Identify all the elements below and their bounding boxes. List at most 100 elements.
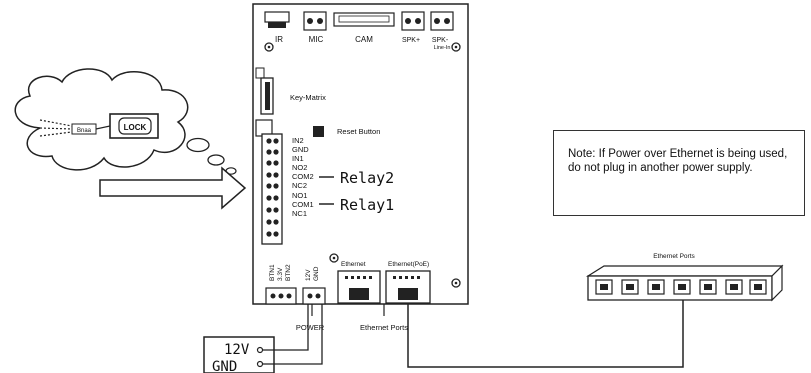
pin-label-no2: NO2	[292, 163, 307, 172]
terminal-screw	[273, 219, 279, 225]
reset-button	[313, 126, 324, 137]
ethernet-label: Ethernet	[341, 261, 366, 268]
terminal-screw	[273, 183, 279, 189]
lock-connector-label: Bnaa	[77, 128, 92, 134]
right-arrow	[99, 166, 247, 210]
button-pin	[278, 293, 284, 299]
pin-label-btn1: BTN1	[269, 264, 276, 281]
button-pin	[270, 293, 276, 299]
pin-label-3v3: 3.3V	[277, 267, 284, 281]
switch-port-slot	[730, 284, 738, 290]
lock-wire-1	[39, 119, 73, 127]
relay2-label: Relay2	[340, 169, 394, 187]
terminal-screw	[273, 160, 279, 166]
ethernet-poe-pin	[417, 276, 420, 279]
mount-hole-dot	[332, 256, 336, 260]
spk-pin	[434, 18, 440, 24]
pin-label-nc2: NC2	[292, 181, 307, 190]
terminal-screw	[266, 207, 272, 213]
pin-label-nc1: NC1	[292, 209, 307, 218]
spk-minus-connector	[430, 11, 454, 31]
ethernet-pin	[345, 276, 348, 279]
terminal-screw	[266, 183, 272, 189]
terminal-screw	[273, 231, 279, 237]
terminal-screw	[266, 195, 272, 201]
terminal-screw	[266, 138, 272, 144]
mount-hole-dot	[454, 281, 458, 285]
power-connector	[302, 287, 326, 305]
wire-gnd	[262, 304, 323, 365]
cam-slot	[338, 15, 390, 23]
board-outline	[252, 3, 469, 305]
spk-pin	[415, 18, 421, 24]
ethernet-pins	[345, 276, 372, 279]
pin-label-btn2: BTN2	[285, 264, 292, 281]
spk-plus-connector	[401, 11, 425, 31]
switch-label: Ethernet Ports	[653, 253, 695, 260]
reset-button-label: Reset Button	[337, 127, 380, 136]
wire-12v	[262, 304, 309, 351]
terminal-screw	[273, 195, 279, 201]
ir-connector	[264, 11, 290, 23]
switch-port-slot	[652, 284, 660, 290]
terminal-screw	[266, 219, 272, 225]
switch-side	[771, 264, 783, 302]
spk-pin	[444, 18, 450, 24]
terminal-screws	[266, 138, 279, 237]
switch-port-slot	[600, 284, 608, 290]
ethernet-poe-pin	[399, 276, 402, 279]
ethernet-pin	[351, 276, 354, 279]
ethernet-poe-pin	[411, 276, 414, 279]
lock-wire-2	[39, 127, 73, 130]
key-matrix-label: Key-Matrix	[290, 93, 326, 102]
switch-port-slot	[754, 284, 762, 290]
key-matrix-latch	[255, 67, 265, 79]
ethernet-ports-caption: Ethernet Ports	[360, 323, 408, 332]
pin-label-gnd: GND	[292, 145, 309, 154]
terminal-screw	[273, 138, 279, 144]
relay1-label: Relay1	[340, 196, 394, 214]
mount-hole-dot	[267, 45, 271, 49]
ethernet-poe-jack	[398, 288, 418, 300]
mic-pin	[307, 18, 313, 24]
spk-minus-label: SPK-	[432, 37, 449, 44]
pin-label-12v: 12V	[305, 269, 312, 281]
power-pin	[315, 293, 321, 299]
terminal-screw	[266, 160, 272, 166]
supply-gnd-label: GND	[212, 359, 237, 373]
cloud-bubble-1	[186, 137, 210, 153]
spk-pin	[405, 18, 411, 24]
ethernet-pin	[363, 276, 366, 279]
lock-cloud: LOCK Bnaa	[14, 68, 237, 175]
cloud-bubble-2	[207, 154, 225, 166]
pin-label-no1: NO1	[292, 191, 307, 200]
cam-label: CAM	[355, 35, 373, 44]
ir-label: IR	[275, 35, 283, 44]
supply-12v-terminal	[256, 346, 264, 354]
pin-label-in1: IN1	[292, 154, 304, 163]
power-caption: POWER	[296, 323, 325, 332]
pin-label-com1: COM1	[292, 200, 314, 209]
pin-label-com2: COM2	[292, 172, 314, 181]
spk-plus-label: SPK+	[402, 37, 420, 44]
lock-wire-4	[95, 125, 111, 130]
ethernet-poe-label: Ethernet(PoE)	[388, 261, 429, 268]
switch-top	[585, 265, 784, 277]
switch-ports	[595, 279, 767, 295]
switch-port-slot	[678, 284, 686, 290]
controller-board: IR MIC CAM SPK+ SPK- Line-In Key-Matrix …	[252, 3, 469, 305]
poe-note-text: Note: If Power over Ethernet is being us…	[568, 148, 788, 174]
terminal-screw	[273, 207, 279, 213]
supply-12v-label: 12V	[224, 342, 250, 358]
switch-port-slot	[626, 284, 634, 290]
terminal-screw	[273, 149, 279, 155]
terminal-block	[261, 133, 283, 245]
power-pin	[307, 293, 313, 299]
terminal-screw	[266, 172, 272, 178]
switch-port-slot	[704, 284, 712, 290]
ethernet-poe-pin	[393, 276, 396, 279]
mic-connector	[303, 11, 327, 31]
ir-connector-base	[268, 22, 286, 28]
poe-note: Note: If Power over Ethernet is being us…	[553, 130, 805, 216]
